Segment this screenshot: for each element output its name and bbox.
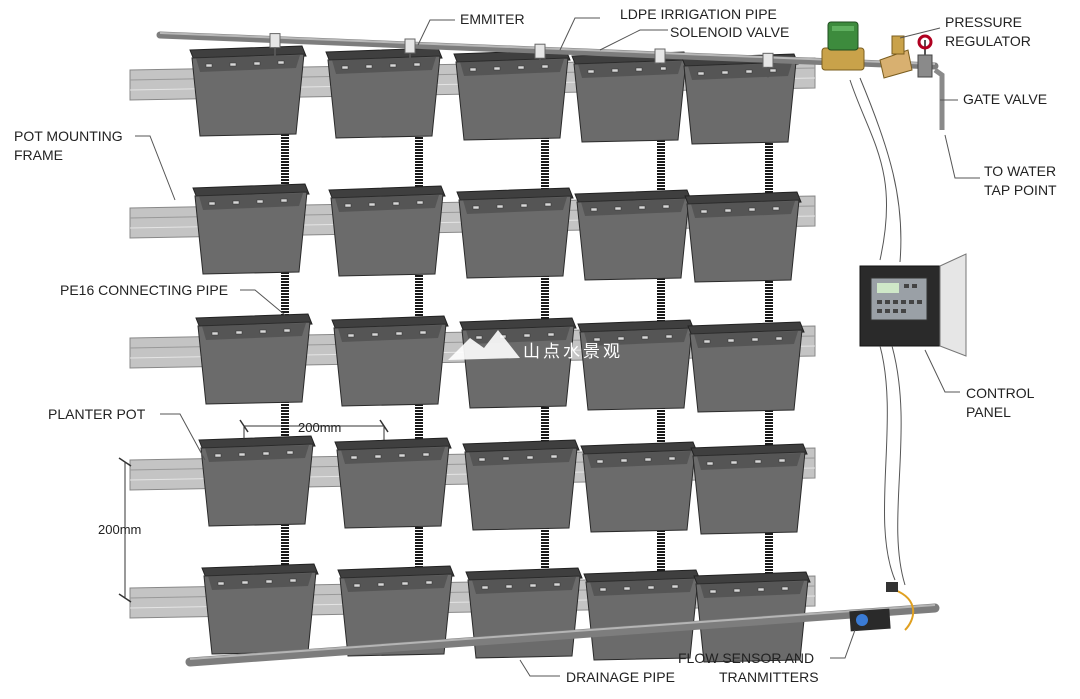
planter-pot bbox=[331, 315, 449, 407]
planter-pot bbox=[462, 439, 580, 531]
label-pressure-regulator-line1: PRESSURE bbox=[945, 14, 1022, 30]
ldpe-irrigation-pipe bbox=[156, 31, 939, 70]
dimension-horizontal: 200mm bbox=[239, 419, 389, 440]
planter-pot bbox=[456, 187, 574, 279]
planter-pot bbox=[201, 563, 319, 655]
flow-sensor bbox=[849, 582, 915, 632]
planter-pot bbox=[192, 183, 310, 275]
emitter bbox=[404, 38, 416, 63]
label-pot-frame-line1: POT MOUNTING bbox=[14, 128, 123, 144]
planter-pot bbox=[198, 435, 316, 527]
label-gate-valve: GATE VALVE bbox=[963, 91, 1047, 107]
label-flow-sensor-line2: TRANMITTERS bbox=[719, 669, 819, 685]
label-flow-sensor-line1: FLOW SENSOR AND bbox=[678, 650, 814, 666]
dimension-horizontal-label: 200mm bbox=[298, 420, 341, 435]
planter-pot bbox=[684, 191, 802, 283]
label-planter-pot: PLANTER POT bbox=[48, 406, 146, 422]
control-panel bbox=[859, 253, 967, 357]
label-water-tap-line2: TAP POINT bbox=[984, 182, 1057, 198]
planter-pot bbox=[459, 317, 577, 409]
control-wiring bbox=[849, 77, 906, 586]
solenoid-valve bbox=[821, 21, 865, 71]
planter-pot bbox=[583, 569, 701, 661]
planter-pot bbox=[580, 441, 698, 533]
gate-valve bbox=[917, 34, 945, 130]
planter-pot bbox=[687, 321, 805, 413]
label-pressure-regulator-line2: REGULATOR bbox=[945, 33, 1031, 49]
leader-lines bbox=[135, 17, 980, 677]
emitter bbox=[534, 43, 546, 69]
planter-pot bbox=[690, 443, 808, 535]
emitter bbox=[654, 48, 666, 73]
emitters bbox=[269, 33, 774, 78]
label-water-tap-line1: TO WATER bbox=[984, 163, 1056, 179]
planter-pot bbox=[328, 185, 446, 277]
planter-pot bbox=[195, 313, 313, 405]
planter-pot bbox=[337, 565, 455, 657]
label-control-panel-line1: CONTROL bbox=[966, 385, 1035, 401]
label-control-panel-line2: PANEL bbox=[966, 404, 1011, 420]
watermark: 山点水景观 bbox=[448, 330, 623, 362]
callout-labels: EMMITER LDPE IRRIGATION PIPE SOLENOID VA… bbox=[14, 6, 1057, 685]
planter-pot bbox=[681, 53, 799, 145]
label-solenoid-valve: SOLENOID VALVE bbox=[670, 24, 789, 40]
label-pot-frame-line2: FRAME bbox=[14, 147, 63, 163]
dimension-vertical-label: 200mm bbox=[98, 522, 141, 537]
label-pe16-pipe: PE16 CONNECTING PIPE bbox=[60, 282, 228, 298]
planter-pot bbox=[574, 189, 692, 281]
pressure-regulator bbox=[879, 35, 913, 79]
watermark-text: 山点水景观 bbox=[523, 342, 623, 362]
planter-pot bbox=[577, 319, 695, 411]
emitter bbox=[269, 33, 281, 58]
planter-pot bbox=[189, 45, 307, 137]
planter-pot bbox=[325, 47, 443, 139]
drainage-pipe bbox=[185, 603, 940, 667]
label-drainage-pipe: DRAINAGE PIPE bbox=[566, 669, 675, 685]
planter-pot bbox=[334, 437, 452, 529]
planter-pot bbox=[453, 49, 571, 141]
emitter bbox=[762, 52, 774, 78]
dimension-vertical: 200mm bbox=[98, 457, 141, 603]
planter-pot bbox=[571, 51, 689, 143]
planter-pot-grid bbox=[189, 45, 811, 663]
label-ldpe-pipe: LDPE IRRIGATION PIPE bbox=[620, 6, 777, 22]
label-emitter: EMMITER bbox=[460, 11, 525, 27]
